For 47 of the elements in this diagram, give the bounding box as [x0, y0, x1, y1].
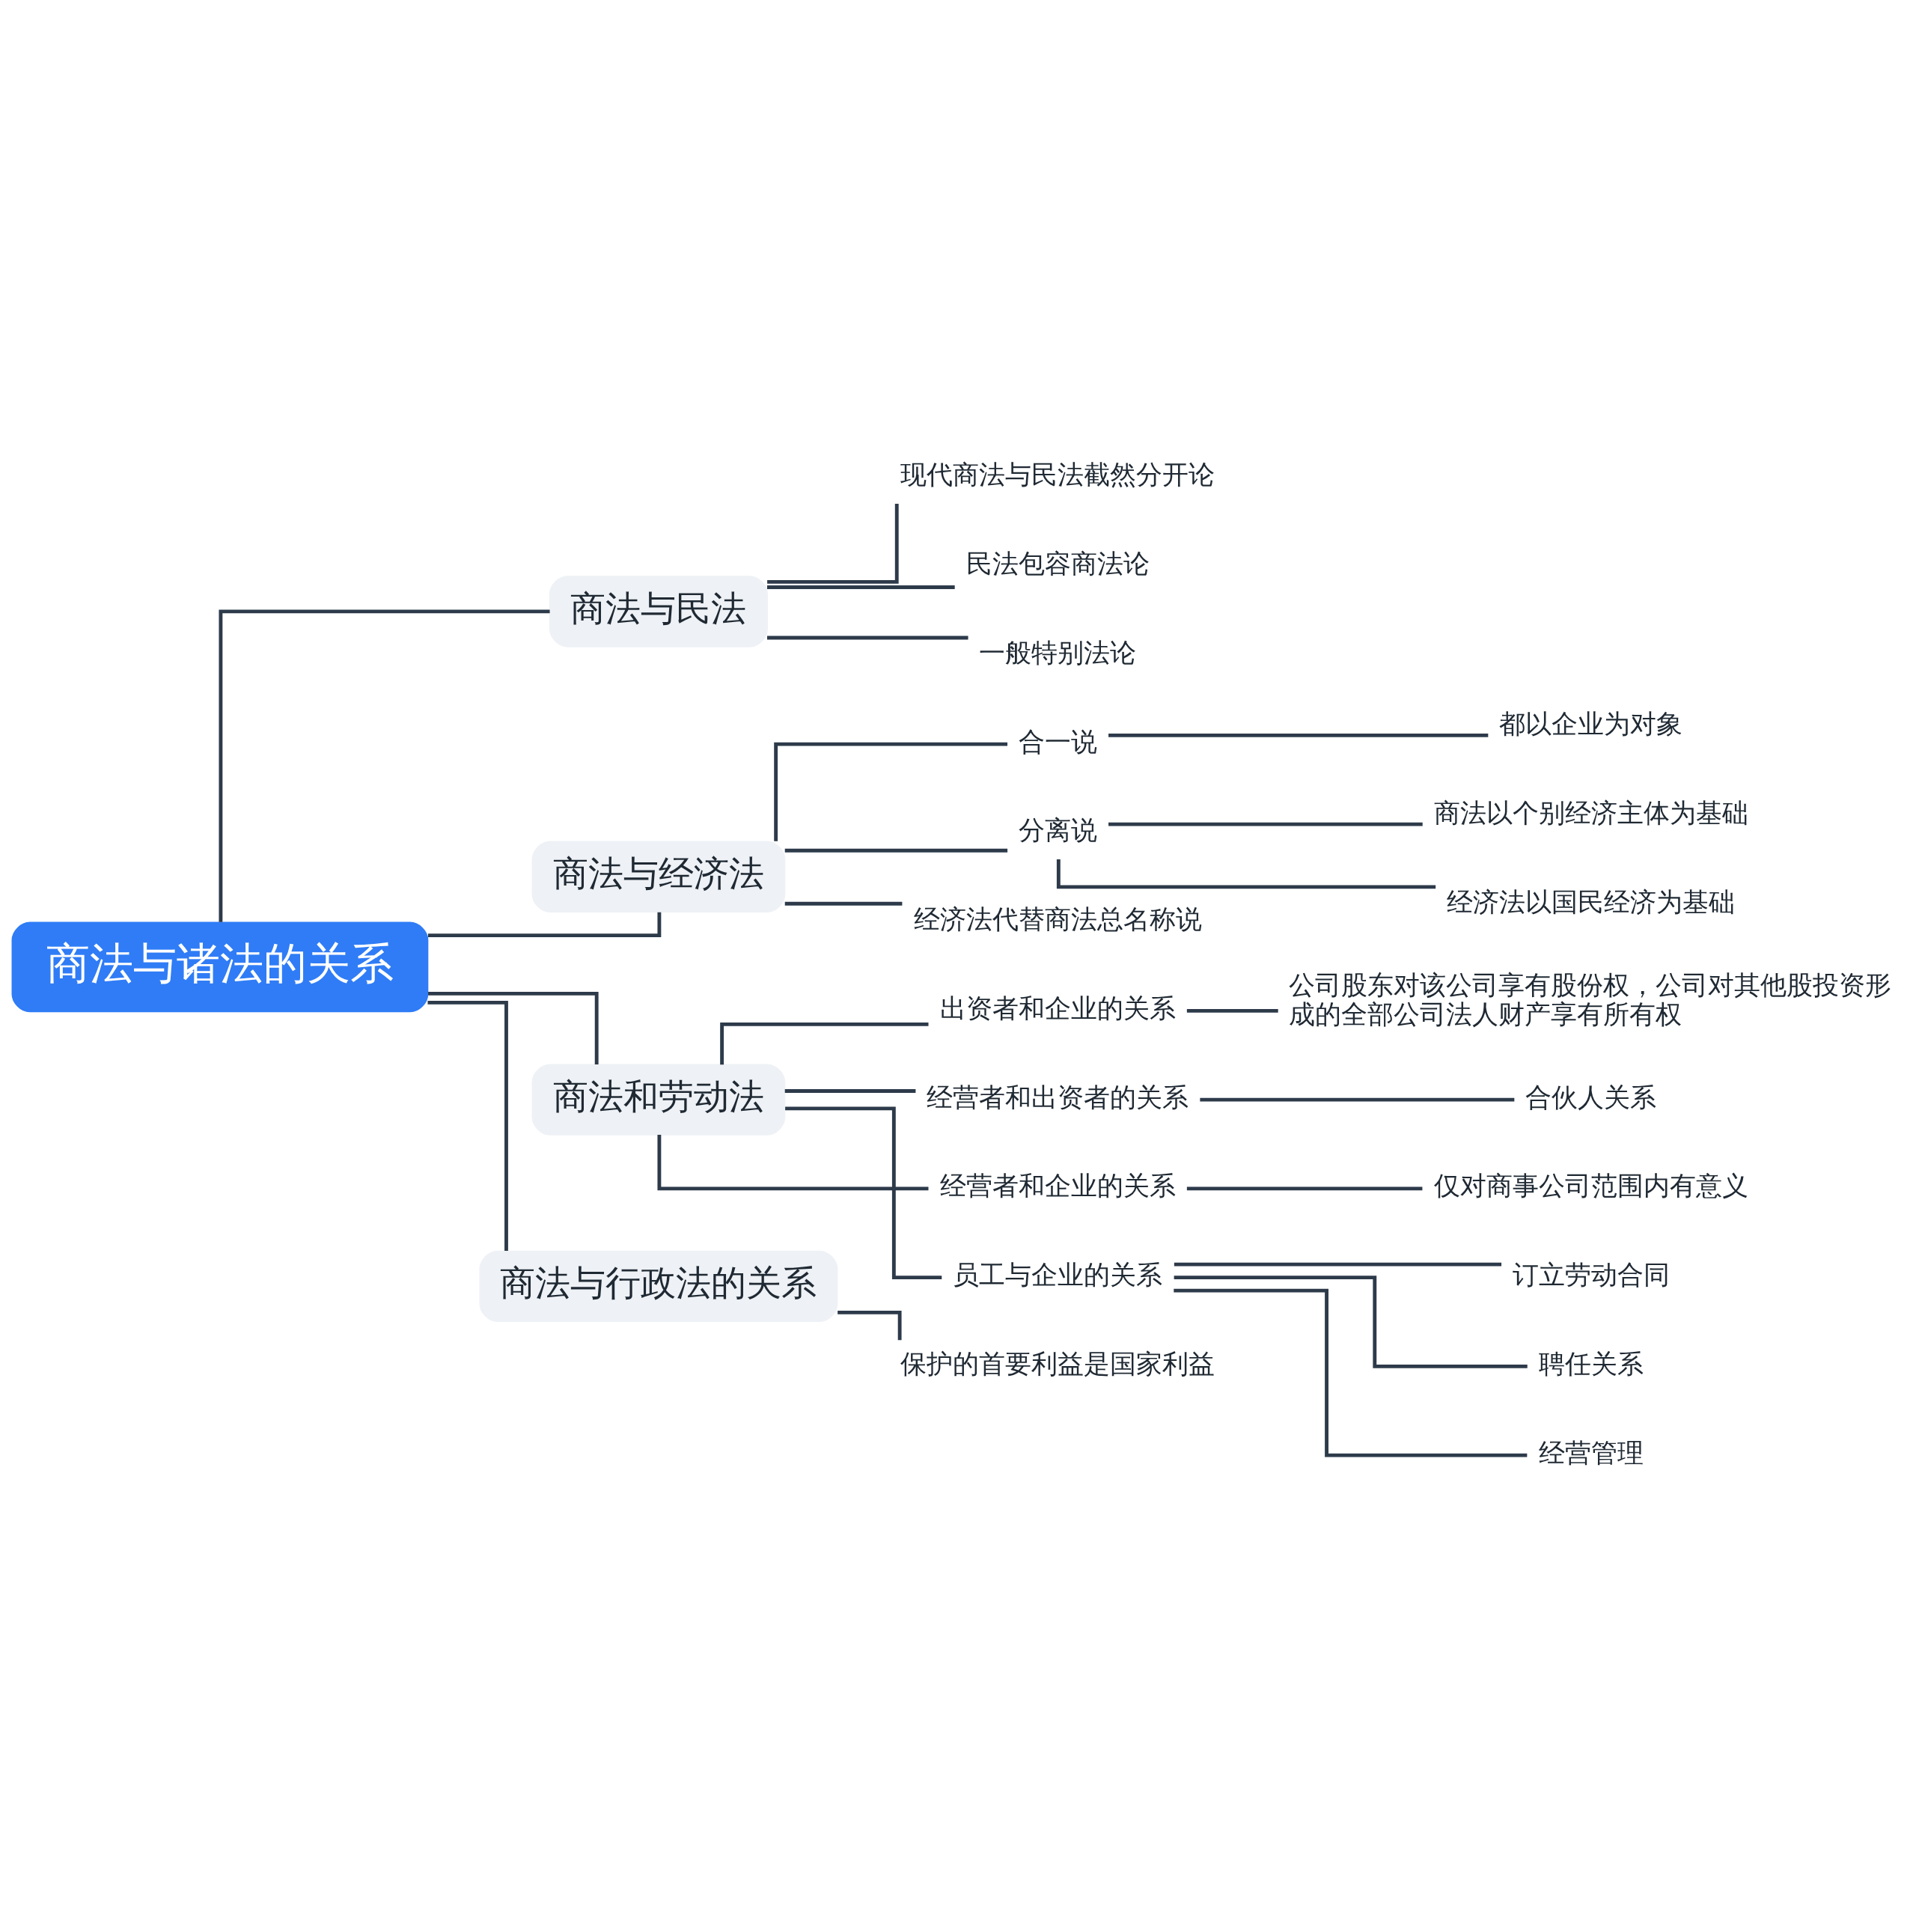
- node-text: 经营者和企业的关系: [939, 1169, 1176, 1201]
- connector: [1108, 822, 1423, 826]
- node-text: 出资者和企业的关系: [939, 992, 1176, 1023]
- node-text: 合一说: [1018, 725, 1097, 757]
- connector: [1174, 1288, 1528, 1457]
- connector: [720, 1022, 929, 1064]
- connector: [219, 609, 550, 922]
- node-box: 商法与诸法的关系: [11, 921, 429, 1012]
- node-text: 现代商法与民法截然分开论: [900, 458, 1215, 490]
- node-box: 商法与行政法的关系: [479, 1250, 838, 1322]
- connector: [427, 912, 662, 937]
- node-text: 仅对商事公司范围内有意义: [1433, 1169, 1748, 1201]
- node-box: 商法与经济法: [531, 841, 786, 912]
- connector: [785, 1106, 942, 1279]
- node-text: 合伙人关系: [1525, 1081, 1657, 1112]
- node-text: 员工与企业的关系: [953, 1258, 1163, 1290]
- node-box: 商法和劳动法: [531, 1063, 786, 1136]
- connector: [428, 991, 599, 1064]
- connector: [1186, 1186, 1423, 1190]
- connector: [1200, 1097, 1515, 1102]
- node-text: 聘任关系: [1538, 1347, 1644, 1379]
- connector: [767, 503, 899, 584]
- node-text: 都以企业为对象: [1499, 707, 1683, 739]
- node-text: 经济法代替商法总名称说: [913, 903, 1202, 934]
- node-text: 一般特别法论: [979, 636, 1137, 668]
- connector: [1174, 1262, 1502, 1267]
- node-text: 民法包容商法论: [965, 547, 1150, 579]
- connector: [767, 636, 968, 639]
- connector: [784, 848, 1008, 853]
- node-text: 保护的首要利益是国家利益: [900, 1347, 1215, 1379]
- node-text: 经营者和出资者的关系: [927, 1081, 1189, 1112]
- connector: [784, 901, 903, 906]
- node-box: 商法与民法: [549, 575, 768, 647]
- connector: [657, 1134, 929, 1190]
- node-text: 公司股东对该公司享有股份权，公司对其他股投资形成的全部公司法人财产享有所有权: [1288, 969, 1891, 1029]
- node-text: 商法以个别经济主体为基础: [1433, 796, 1748, 828]
- connector: [774, 742, 1007, 841]
- connector: [1186, 1008, 1278, 1013]
- node-text: 经济法以国民经济为基础: [1447, 886, 1736, 917]
- connector: [1108, 733, 1489, 737]
- node-text: 订立劳动合同: [1512, 1258, 1670, 1290]
- connector: [1174, 1275, 1528, 1368]
- node-text: 经营管理: [1538, 1436, 1644, 1468]
- connector: [767, 585, 955, 589]
- node-text: 分离说: [1018, 814, 1097, 845]
- connector: [784, 1088, 916, 1093]
- connector: [427, 1000, 508, 1251]
